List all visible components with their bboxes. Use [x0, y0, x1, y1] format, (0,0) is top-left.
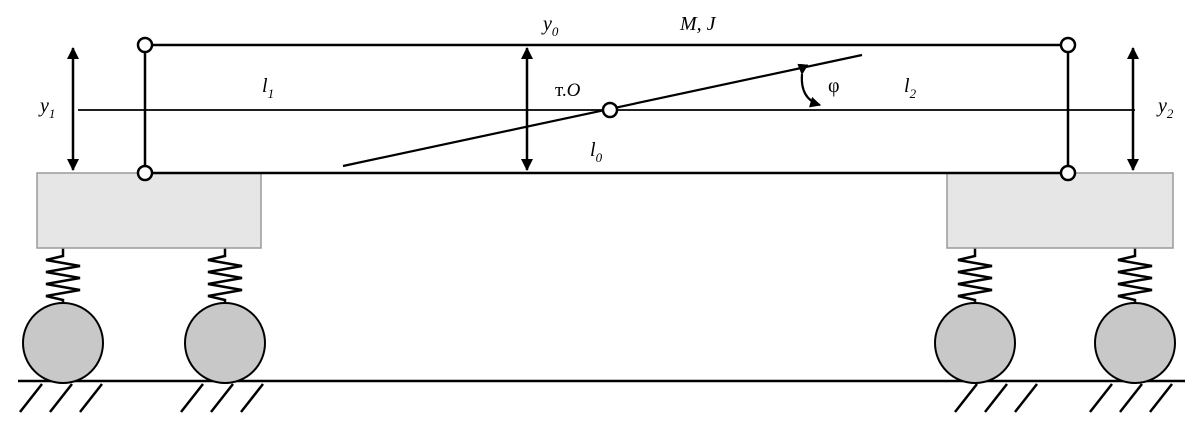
car-body-frame — [143, 43, 1070, 175]
spring-left-inner — [207, 248, 243, 303]
wheels — [22, 302, 1176, 384]
label-y0: y0 — [541, 13, 559, 39]
wheel-right-outer — [1094, 302, 1176, 384]
label-point-o: т.O — [555, 80, 581, 101]
label-l1: l1 — [262, 75, 274, 101]
springs — [45, 248, 1153, 303]
pivots — [136, 36, 1077, 182]
ground-hatch-left-1 — [19, 383, 103, 413]
bogie-left — [36, 172, 262, 249]
pivot-center-o — [601, 101, 619, 119]
label-mass-inertia: M, J — [679, 13, 717, 35]
ground-hatch-right-1 — [954, 383, 1038, 413]
ground-hatch-left-2 — [180, 383, 264, 413]
spring-right-inner — [957, 248, 993, 303]
bogie-right — [946, 172, 1174, 249]
label-y2: y2 — [1156, 95, 1174, 121]
ground — [18, 379, 1185, 413]
label-y1: y1 — [38, 95, 55, 121]
angle-phi-arc — [797, 63, 822, 108]
wheel-right-inner — [934, 302, 1016, 384]
ground-hatch-right-2 — [1089, 383, 1173, 413]
pivot-bottom-right — [1059, 164, 1077, 182]
pivot-bottom-left — [136, 164, 154, 182]
spring-right-outer — [1117, 248, 1153, 303]
label-phi: φ — [828, 75, 840, 97]
label-l2: l2 — [904, 75, 917, 101]
wheel-left-outer — [22, 302, 104, 384]
wheel-left-inner — [184, 302, 266, 384]
pivot-top-right — [1059, 36, 1077, 54]
spring-left-outer — [45, 248, 81, 303]
label-l0: l0 — [590, 139, 603, 165]
pivot-top-left — [136, 36, 154, 54]
